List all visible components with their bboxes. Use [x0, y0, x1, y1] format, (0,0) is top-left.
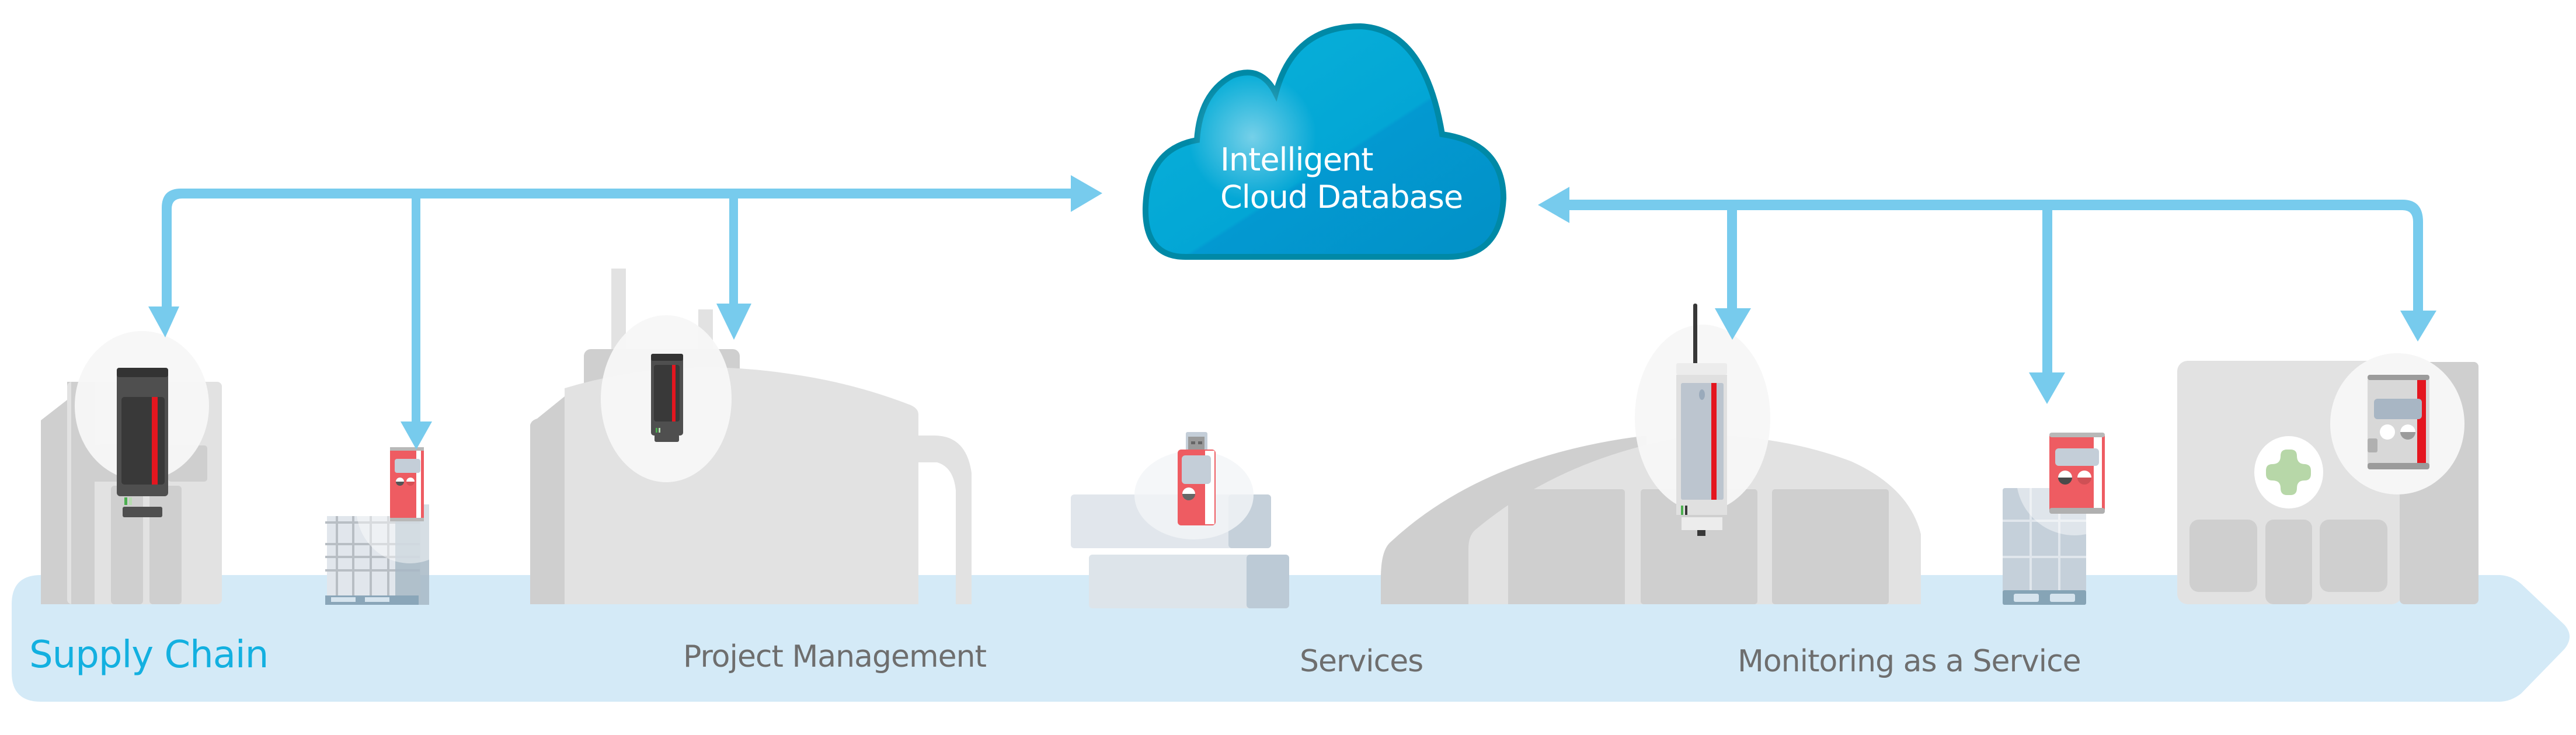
warehouse — [1381, 325, 1921, 604]
arrow-to-cloud — [1071, 175, 1102, 212]
dark-data-logger-icon — [651, 354, 683, 442]
gray-data-logger-icon — [2368, 375, 2429, 469]
wireless-data-logger-icon — [1676, 304, 1727, 536]
arrow-to-hospital — [2400, 311, 2436, 342]
arrow-to-ibc-pallet-2 — [2029, 372, 2065, 404]
cloud-icon — [1142, 23, 1507, 260]
stage-label-project-management: Project Management — [683, 639, 987, 674]
medical-cross-icon — [2266, 450, 2311, 495]
usb-data-logger-icon — [1178, 432, 1216, 525]
red-data-logger-icon — [2049, 433, 2105, 514]
right-arrow-network — [1538, 187, 2436, 404]
red-data-logger-icon — [390, 447, 424, 521]
arrow-to-factory — [716, 304, 751, 340]
arrow-to-ibc-pallet-1 — [401, 422, 432, 450]
stage-label-supply-chain: Supply Chain — [29, 633, 269, 677]
cloud-label-line2: Cloud Database — [1220, 179, 1463, 215]
arrow-to-warehouse — [1715, 308, 1751, 340]
process-band — [12, 575, 2570, 702]
arrow-to-office — [148, 306, 179, 337]
cloud-label-line1: Intelligent — [1220, 141, 1373, 178]
hospital — [2177, 353, 2478, 604]
factory — [530, 269, 972, 604]
arrow-from-cloud — [1538, 187, 1569, 223]
left-arrow-network — [148, 175, 1102, 450]
dark-data-logger-icon — [117, 368, 168, 517]
cloud-database-label: Intelligent Cloud Database — [1220, 141, 1463, 216]
stage-label-services: Services — [1300, 644, 1423, 679]
stage-label-monitoring-as-a-service: Monitoring as a Service — [1738, 644, 2081, 679]
